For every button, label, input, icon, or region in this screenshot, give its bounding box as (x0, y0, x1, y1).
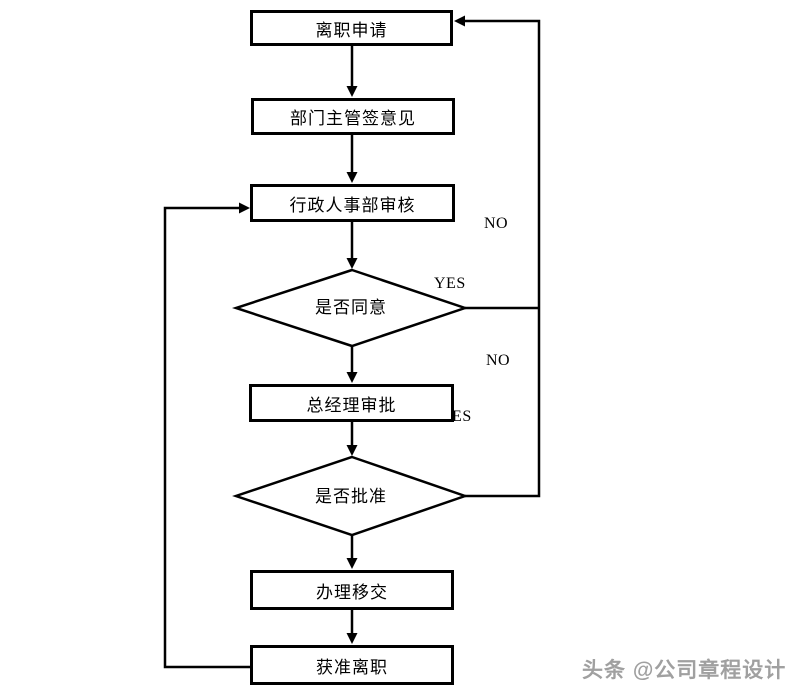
arrowhead-down-icon (346, 633, 358, 644)
decision-approve-label: 是否批准 (315, 487, 387, 506)
diamond-approve (232, 455, 469, 537)
node-label: 总经理审批 (306, 395, 397, 415)
arrowhead-left-icon (454, 15, 465, 27)
diamond-agree (231, 268, 469, 348)
node-general-manager-approval: 总经理审批 (249, 384, 454, 422)
watermark-text: 头条 @公司章程设计 (582, 659, 785, 682)
arrowhead-down-icon (346, 558, 358, 569)
node-label: 获准离职 (316, 657, 388, 677)
decision-diamonds (231, 268, 469, 537)
node-label: 离职申请 (315, 20, 388, 40)
arrowhead-down-icon (346, 172, 358, 183)
node-approved-resignation: 获准离职 (250, 645, 454, 685)
decision-agree-label: 是否同意 (315, 298, 387, 317)
node-label: 行政人事部审核 (289, 195, 416, 215)
node-dept-supervisor-sign: 部门主管签意见 (251, 98, 455, 135)
node-handover: 办理移交 (250, 570, 454, 610)
node-label: 部门主管签意见 (290, 109, 416, 128)
arrowheads (239, 15, 465, 644)
arrowhead-right-icon (239, 202, 250, 214)
edge-label-yes-agree: YES (434, 275, 466, 292)
arrowhead-down-icon (346, 445, 358, 456)
arrowhead-down-icon (346, 258, 358, 269)
edge-label-no-lower: NO (486, 352, 511, 369)
arrowhead-down-icon (346, 372, 358, 383)
arrowhead-down-icon (346, 86, 358, 97)
node-label: 办理移交 (316, 582, 388, 602)
connector-lines (163, 19, 541, 669)
edge-label-no-upper: NO (484, 215, 509, 232)
node-resignation-request: 离职申请 (250, 10, 453, 46)
loop-left-return (163, 206, 250, 669)
loop-right-no (464, 19, 541, 498)
node-hr-admin-review: 行政人事部审核 (250, 184, 455, 222)
